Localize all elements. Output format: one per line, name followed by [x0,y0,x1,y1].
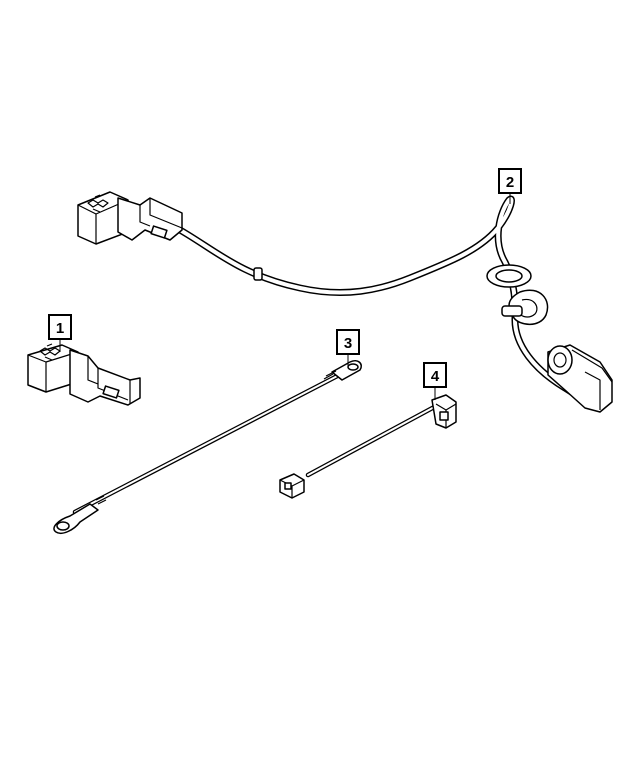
callout-3-label: 3 [344,335,352,352]
ground-cable-part-3[interactable] [53,359,362,534]
callout-2-label: 2 [506,174,514,191]
callout-4-label: 4 [431,368,440,385]
callout-4[interactable]: 4 [423,362,447,388]
sensor-wire-part-4[interactable] [279,394,457,499]
wiring-harness-part-2[interactable] [77,191,613,413]
callout-3[interactable]: 3 [336,329,360,355]
callout-1[interactable]: 1 [48,314,72,340]
callout-2[interactable]: 2 [498,168,522,194]
relay-part-1[interactable] [27,343,141,406]
callout-1-label: 1 [56,320,64,337]
